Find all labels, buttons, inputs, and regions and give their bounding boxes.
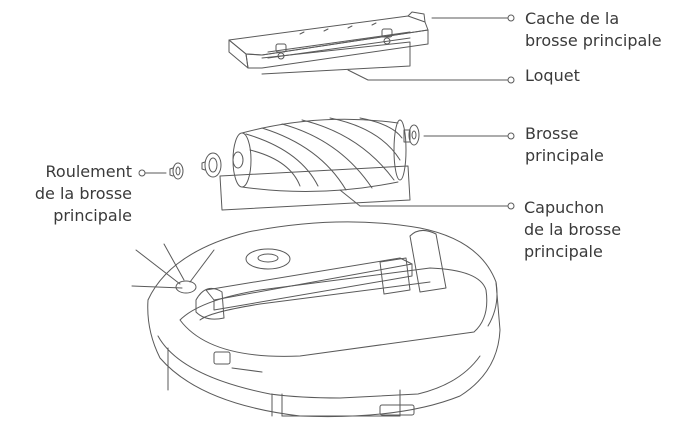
- brush-bearing: [169, 162, 184, 180]
- main-brush-cover: [228, 11, 429, 69]
- main-brush: [232, 117, 420, 192]
- leader-lines: [138, 14, 515, 210]
- cover-guide-plane: [261, 41, 411, 75]
- label-main-brush: Brosse principale: [525, 124, 604, 165]
- label-latch: Loquet: [525, 66, 580, 85]
- label-brush-bearing: Roulement de la brosse principale: [34, 162, 132, 225]
- label-brush-cap: Capuchon de la brosse principale: [524, 198, 622, 261]
- brush-cap: [201, 152, 222, 178]
- robot-body: [131, 221, 501, 418]
- label-main-brush-cover: Cache de la brosse principale: [525, 9, 662, 50]
- brush-guide-plane: [219, 165, 411, 211]
